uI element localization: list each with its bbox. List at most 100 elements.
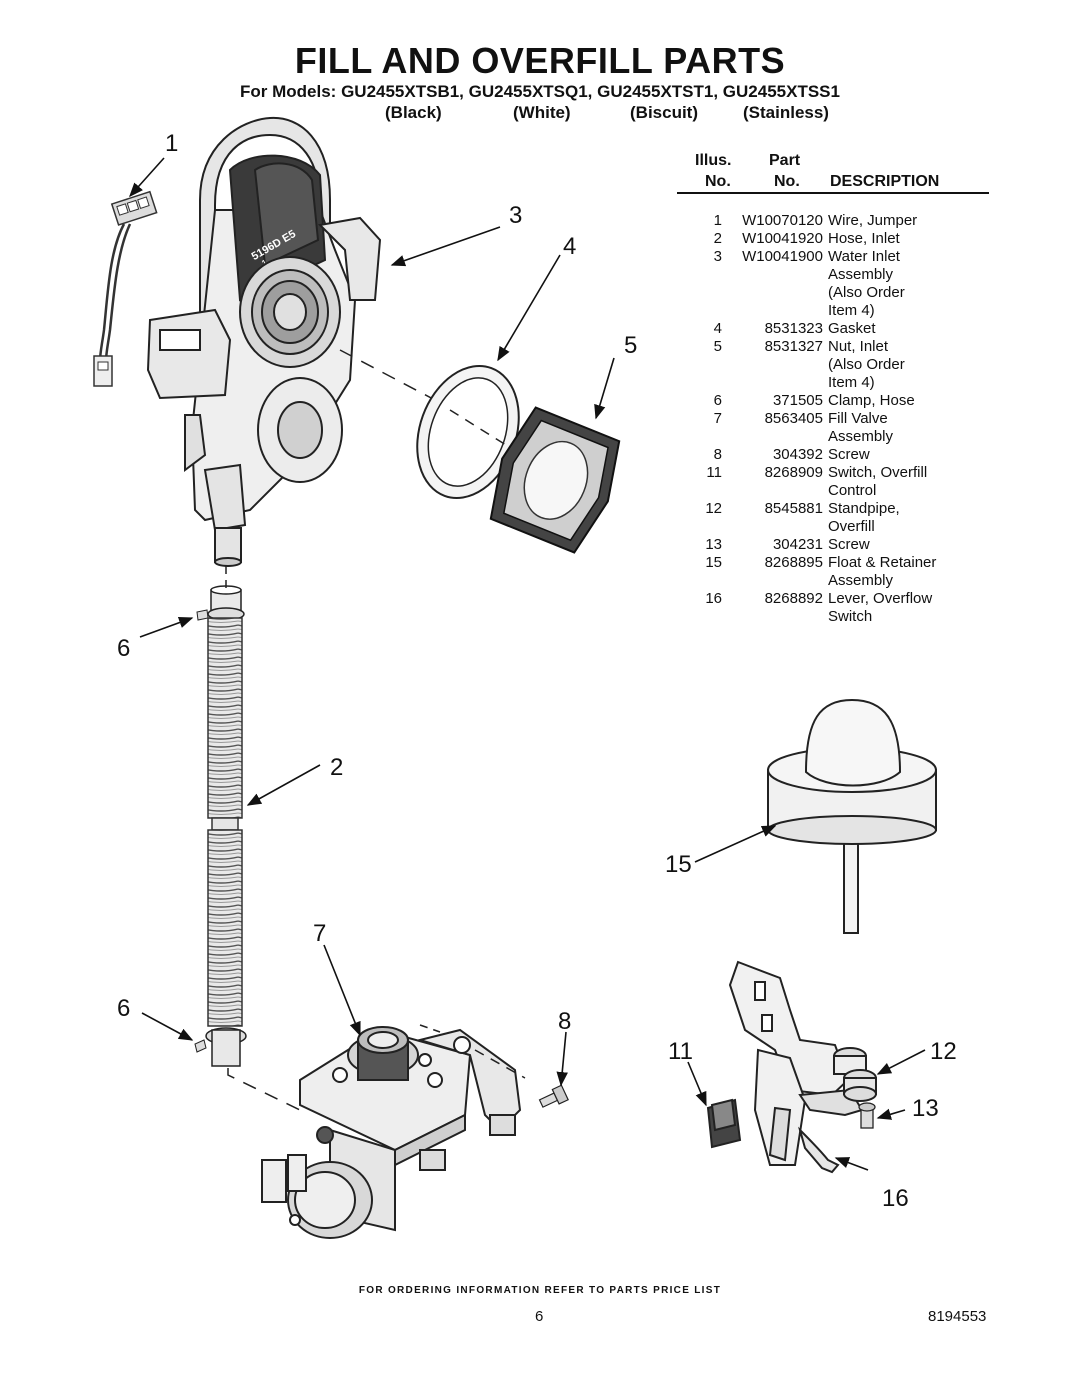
part-number: 371505 <box>772 392 823 409</box>
page-title: FILL AND OVERFILL PARTS <box>294 40 786 81</box>
inlet-nut-part <box>489 406 621 554</box>
part-description: Hose, Inlet <box>828 230 1000 248</box>
part-illus-no: 13 <box>705 536 722 553</box>
part-description-line: Screw <box>828 536 870 553</box>
part-description-line: Clamp, Hose <box>828 392 915 409</box>
wire-jumper-part <box>93 190 158 387</box>
part-description-line: (Also Order <box>828 284 905 301</box>
part-number: W10041920 <box>742 230 823 247</box>
header-description: DESCRIPTION <box>830 173 940 190</box>
part-illus-no: 1 <box>713 212 722 229</box>
part-description-line: Assembly <box>828 266 894 283</box>
part-row: 8 304392 Screw <box>700 446 1000 464</box>
callout-7: 7 <box>313 920 327 947</box>
color-white: (White) <box>513 103 571 122</box>
part-description-line: Control <box>828 482 877 499</box>
screw-13-part <box>858 1102 876 1129</box>
part-illus-no: 4 <box>713 320 722 337</box>
callout-8: 8 <box>558 1008 572 1035</box>
part-description: Screw <box>828 446 1000 464</box>
part-description-line: Nut, Inlet <box>828 338 889 355</box>
parts-list: 1 W10070120 Wire, Jumper 2 W10041920 Hose, In… <box>700 212 1000 626</box>
part-description-line: Water Inlet <box>828 248 900 265</box>
callout-6-bottom: 6 <box>117 995 131 1022</box>
part-description-line: Item 4) <box>828 302 875 319</box>
part-description-line: Wire, Jumper <box>828 212 918 229</box>
part-illus-no: 8 <box>713 446 722 463</box>
part-number: 8531327 <box>764 338 823 355</box>
part-description-line: Switch, Overfill <box>828 464 928 481</box>
header-part: Part <box>769 152 801 169</box>
part-description-line: Screw <box>828 446 870 463</box>
part-illus-no: 6 <box>713 392 722 409</box>
part-number: 8268895 <box>764 554 823 571</box>
hose-clamp-bottom-part <box>194 1027 247 1067</box>
callout-16: 16 <box>882 1185 909 1212</box>
page-number: 6 <box>535 1308 544 1325</box>
fill-valve-part <box>261 1026 522 1239</box>
gasket-part <box>416 365 531 499</box>
part-description-line: Fill Valve <box>828 410 888 427</box>
part-description-line: Gasket <box>828 320 876 337</box>
part-row: 1 W10070120 Wire, Jumper <box>700 212 1000 230</box>
part-number: 8531323 <box>764 320 823 337</box>
part-description-line: Overfill <box>828 518 875 535</box>
screw-8-part <box>538 1084 569 1108</box>
part-number: W10070120 <box>742 212 823 229</box>
callout-5: 5 <box>624 332 638 359</box>
water-inlet-assembly-part: 5196D E5 1 <box>146 116 382 567</box>
callout-13: 13 <box>912 1095 939 1122</box>
part-description: Screw <box>828 536 1000 554</box>
header-part-no: No. <box>774 173 800 190</box>
part-description-line: Float & Retainer <box>828 554 937 571</box>
models-line: For Models: GU2455XTSB1, GU2455XTSQ1, GU… <box>240 82 840 101</box>
part-illus-no: 11 <box>706 464 722 481</box>
header-rule <box>677 192 989 194</box>
part-illus-no: 16 <box>705 590 722 607</box>
part-illus-no: 2 <box>713 230 722 247</box>
hose-clamp-top-part <box>196 585 245 621</box>
color-stainless: (Stainless) <box>743 103 829 122</box>
part-description: Standpipe,Overfill <box>828 500 1000 536</box>
part-illus-no: 5 <box>713 338 722 355</box>
part-number: 304392 <box>772 446 823 463</box>
part-illus-no: 12 <box>705 500 722 517</box>
part-description-line: Assembly <box>828 572 894 589</box>
part-number: 8268909 <box>764 464 823 481</box>
part-row: 2 W10041920 Hose, Inlet <box>700 230 1000 248</box>
part-description-line: Standpipe, <box>828 500 900 517</box>
document-number: 8194553 <box>928 1308 987 1325</box>
part-description-line: Lever, Overflow <box>828 590 933 607</box>
leader-arrows <box>129 157 926 1171</box>
part-description-line: Hose, Inlet <box>828 230 900 247</box>
part-number: 8563405 <box>764 410 823 427</box>
part-number: 8268892 <box>764 590 823 607</box>
callout-15: 15 <box>665 851 692 878</box>
part-description: Clamp, Hose <box>828 392 1000 410</box>
part-description: Wire, Jumper <box>828 212 1000 230</box>
callout-1: 1 <box>165 130 179 157</box>
part-description: Gasket <box>828 320 1000 338</box>
callout-12: 12 <box>930 1038 957 1065</box>
callout-2: 2 <box>330 754 344 781</box>
part-number: W10041900 <box>742 248 823 265</box>
callout-6-top: 6 <box>117 635 131 662</box>
callout-3: 3 <box>509 202 523 229</box>
part-description-line: (Also Order <box>828 356 905 373</box>
color-biscuit: (Biscuit) <box>630 103 698 122</box>
color-black: (Black) <box>385 103 442 122</box>
